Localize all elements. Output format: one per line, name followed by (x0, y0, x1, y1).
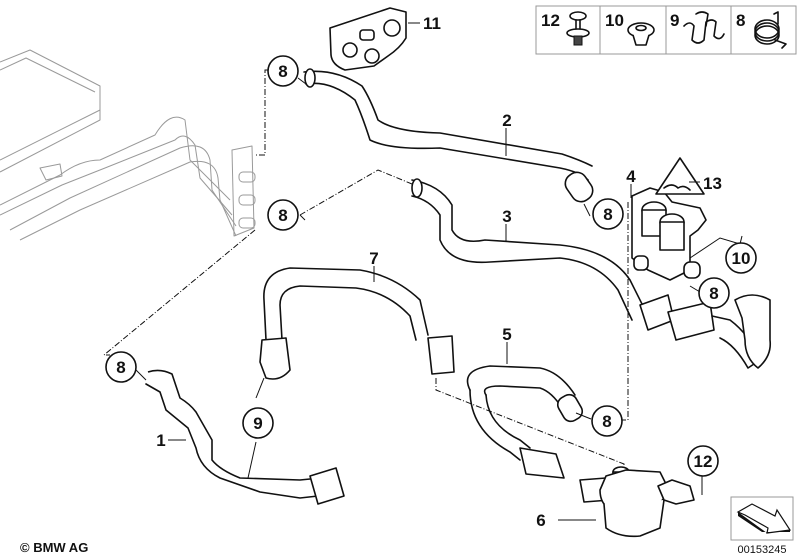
legend-item-10[interactable]: 10 (605, 11, 655, 46)
part-label-11[interactable]: 11 (423, 14, 441, 33)
hose-connector (309, 467, 345, 505)
hose-2[interactable] (303, 68, 597, 206)
legend-item-12[interactable]: 12 (541, 11, 590, 46)
legend-item-9[interactable]: 9 (670, 11, 725, 44)
callout-8[interactable]: 8 (591, 405, 623, 437)
hose-connector (519, 447, 565, 479)
hose-bracket-11[interactable] (329, 7, 407, 71)
svg-text:8: 8 (116, 358, 125, 377)
clip-icon (683, 11, 725, 44)
svg-text:8: 8 (278, 206, 287, 225)
callout-10[interactable]: 10 (725, 242, 757, 274)
clamp (411, 178, 423, 198)
hose-end (556, 393, 584, 423)
solid-leaders (135, 22, 743, 521)
callout-9[interactable]: 9 (242, 407, 274, 439)
heater-core (0, 49, 237, 241)
hose-connector (259, 337, 291, 380)
hose-connector (427, 335, 455, 375)
hose-5[interactable] (466, 365, 586, 479)
legend-number: 9 (670, 11, 679, 30)
orientation-arrow (730, 496, 794, 541)
part-label-5[interactable]: 5 (502, 325, 511, 344)
hose-end (734, 294, 772, 369)
callout-8[interactable]: 8 (698, 277, 730, 309)
part-label-4[interactable]: 4 (626, 167, 636, 186)
clamp (304, 68, 316, 88)
legend-number: 12 (541, 11, 560, 30)
callout-12[interactable]: 12 (687, 445, 719, 477)
legend-item-8[interactable]: 8 (736, 11, 787, 49)
legend-number: 10 (605, 11, 624, 30)
hose-connector (667, 301, 715, 341)
svg-text:8: 8 (278, 62, 287, 81)
part-label-7[interactable]: 7 (369, 249, 378, 268)
water-valve-4[interactable] (631, 187, 707, 281)
hose-end (564, 171, 594, 203)
part-label-2[interactable]: 2 (502, 111, 511, 130)
callout-8[interactable]: 8 (592, 198, 624, 230)
warning-label-13[interactable] (655, 157, 705, 195)
legend-strip: 12 10 9 8 (535, 5, 797, 55)
svg-text:12: 12 (694, 452, 713, 471)
part-label-13[interactable]: 13 (703, 174, 722, 193)
copyright: © BMW AG (20, 540, 88, 555)
grommet-icon (627, 22, 655, 46)
part-label-1[interactable]: 1 (156, 431, 165, 450)
hose-1[interactable] (145, 369, 345, 505)
hose-7[interactable] (259, 267, 455, 380)
svg-text:8: 8 (602, 412, 611, 431)
image-number: 00153245 (738, 544, 787, 556)
svg-text:10: 10 (732, 249, 751, 268)
heater-flange (231, 145, 256, 237)
part-label-6[interactable]: 6 (536, 511, 545, 530)
legend-number: 8 (736, 11, 745, 30)
callout-8[interactable]: 8 (267, 55, 299, 87)
callout-8[interactable]: 8 (267, 199, 299, 231)
expanding-rivet-icon (566, 11, 590, 46)
aux-water-pump-6[interactable] (579, 466, 695, 538)
hose-clamp-icon (754, 11, 787, 49)
callout-8[interactable]: 8 (105, 351, 137, 383)
svg-text:8: 8 (709, 284, 718, 303)
svg-text:9: 9 (253, 414, 262, 433)
hose-3[interactable] (411, 178, 772, 369)
part-label-3[interactable]: 3 (502, 207, 511, 226)
svg-text:8: 8 (603, 205, 612, 224)
